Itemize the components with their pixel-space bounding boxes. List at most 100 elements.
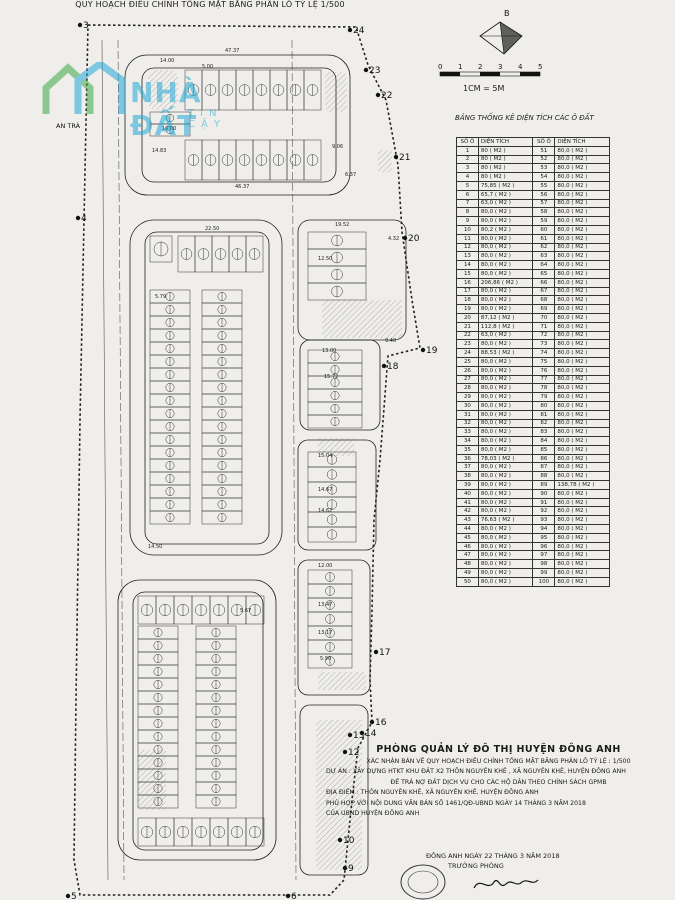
cell-lot-no: 89 — [532, 480, 556, 490]
dimension-label: 14.62 — [318, 508, 332, 514]
survey-point-label: 5 — [71, 892, 77, 900]
cell-area: 80,0 ( M2 ) — [554, 392, 610, 402]
cell-area: 80,0 ( M2 ) — [554, 444, 610, 455]
survey-point-marker — [75, 215, 81, 221]
cell-lot-no: 15 — [456, 268, 479, 279]
cell-area: 80,0 ( M2 ) — [477, 559, 534, 570]
survey-point-label: 21 — [399, 153, 410, 163]
cell-lot-no: 66 — [532, 277, 556, 288]
cell-lot-no: 16 — [456, 277, 479, 288]
cell-area: 80,0 ( M2 ) — [477, 374, 534, 385]
lot — [307, 282, 367, 301]
survey-point-label: 20 — [408, 234, 420, 244]
cell-area: 75,85 ( M2 ) — [477, 180, 534, 191]
survey-point-marker — [347, 732, 353, 738]
cell-area: 80,0 ( M2 ) — [477, 409, 534, 420]
survey-point-marker — [337, 837, 343, 843]
cell-lot-no: 53 — [532, 163, 556, 174]
cell-area: 76,63 ( M2 ) — [477, 515, 534, 526]
cell-area: 80,0 ( M2 ) — [554, 312, 610, 323]
cell-lot-no: 67 — [532, 286, 556, 297]
dimension-label: 46.37 — [235, 184, 249, 190]
cell-area: 80,0 ( M2 ) — [554, 163, 610, 174]
cell-area: 80,0 ( M2 ) — [477, 576, 534, 587]
cell-area: 80,0 ( M2 ) — [477, 568, 534, 578]
cell-lot-no: 41 — [456, 497, 479, 508]
cell-lot-no: 56 — [532, 189, 556, 200]
scale-tick: 4 — [518, 63, 523, 71]
cell-area: 80,0 ( M2 ) — [554, 286, 610, 297]
cell-lot-no: 20 — [456, 312, 479, 323]
dimension-label: 5.90 — [320, 656, 331, 662]
cell-lot-no: 71 — [532, 321, 556, 332]
cell-lot-no: 73 — [532, 339, 556, 350]
cell-area: 63,0 ( M2 ) — [477, 330, 534, 341]
survey-point-label: 14 — [365, 729, 377, 739]
header-area: DIỆN TÍCH — [554, 137, 610, 147]
cell-area: 138,78 ( M2 ) — [554, 480, 610, 490]
survey-point-label: 18 — [387, 362, 399, 372]
cell-lot-no: 1 — [456, 145, 479, 156]
cell-lot-no: 21 — [456, 321, 479, 332]
cell-lot-no: 19 — [456, 304, 479, 314]
dimension-label: 16.00 — [162, 126, 176, 132]
dimension-label: 9.40 — [385, 338, 396, 344]
lot — [307, 526, 357, 543]
cell-lot-no: 6 — [456, 189, 479, 200]
block-g — [297, 559, 371, 696]
cell-area: 80 ( M2 ) — [477, 172, 534, 182]
cell-lot-no: 28 — [456, 383, 479, 394]
cell-area: 80,0 ( M2 ) — [554, 268, 610, 279]
seal-stamp-icon — [400, 864, 446, 900]
scale-tick: 0 — [438, 63, 442, 71]
survey-point-label: 22 — [381, 91, 392, 101]
lot — [149, 123, 191, 137]
cell-lot-no: 4 — [456, 172, 479, 182]
cell-area: 80,0 ( M2 ) — [477, 480, 534, 490]
cell-area: 80,0 ( M2 ) — [554, 400, 610, 411]
header-no: SỐ Ô — [532, 137, 556, 147]
cell-lot-no: 57 — [532, 198, 556, 209]
cell-area: 80,0 ( M2 ) — [554, 348, 610, 358]
cell-lot-no: 82 — [532, 418, 556, 429]
survey-point-label: 24 — [353, 26, 365, 36]
side-label: AN TRÀ — [56, 121, 81, 130]
cell-area: 80,0 ( M2 ) — [554, 550, 610, 561]
cell-lot-no: 97 — [532, 550, 556, 561]
cell-lot-no: 64 — [532, 260, 556, 270]
cell-lot-no: 50 — [456, 576, 479, 587]
survey-point-marker — [402, 235, 408, 241]
cell-lot-no: 80 — [532, 400, 556, 411]
cell-lot-no: 31 — [456, 409, 479, 420]
block-c — [117, 579, 277, 861]
lot — [149, 510, 191, 525]
cell-area: 78,03 ( M2 ) — [477, 453, 534, 464]
dimension-label: 12.00 — [318, 563, 332, 569]
survey-point-marker — [359, 730, 365, 736]
cell-lot-no: 54 — [532, 172, 556, 182]
cell-lot-no: 26 — [456, 365, 479, 376]
cell-lot-no: 37 — [456, 462, 479, 473]
cell-lot-no: 12 — [456, 242, 479, 253]
cell-lot-no: 95 — [532, 532, 556, 543]
cell-lot-no: 2 — [456, 154, 479, 165]
dimension-label: 14.50 — [148, 544, 162, 550]
cell-area: 80,0 ( M2 ) — [554, 304, 610, 314]
cell-lot-no: 100 — [532, 576, 556, 587]
cell-area: 80,0 ( M2 ) — [554, 321, 610, 332]
cell-lot-no: 42 — [456, 506, 479, 517]
